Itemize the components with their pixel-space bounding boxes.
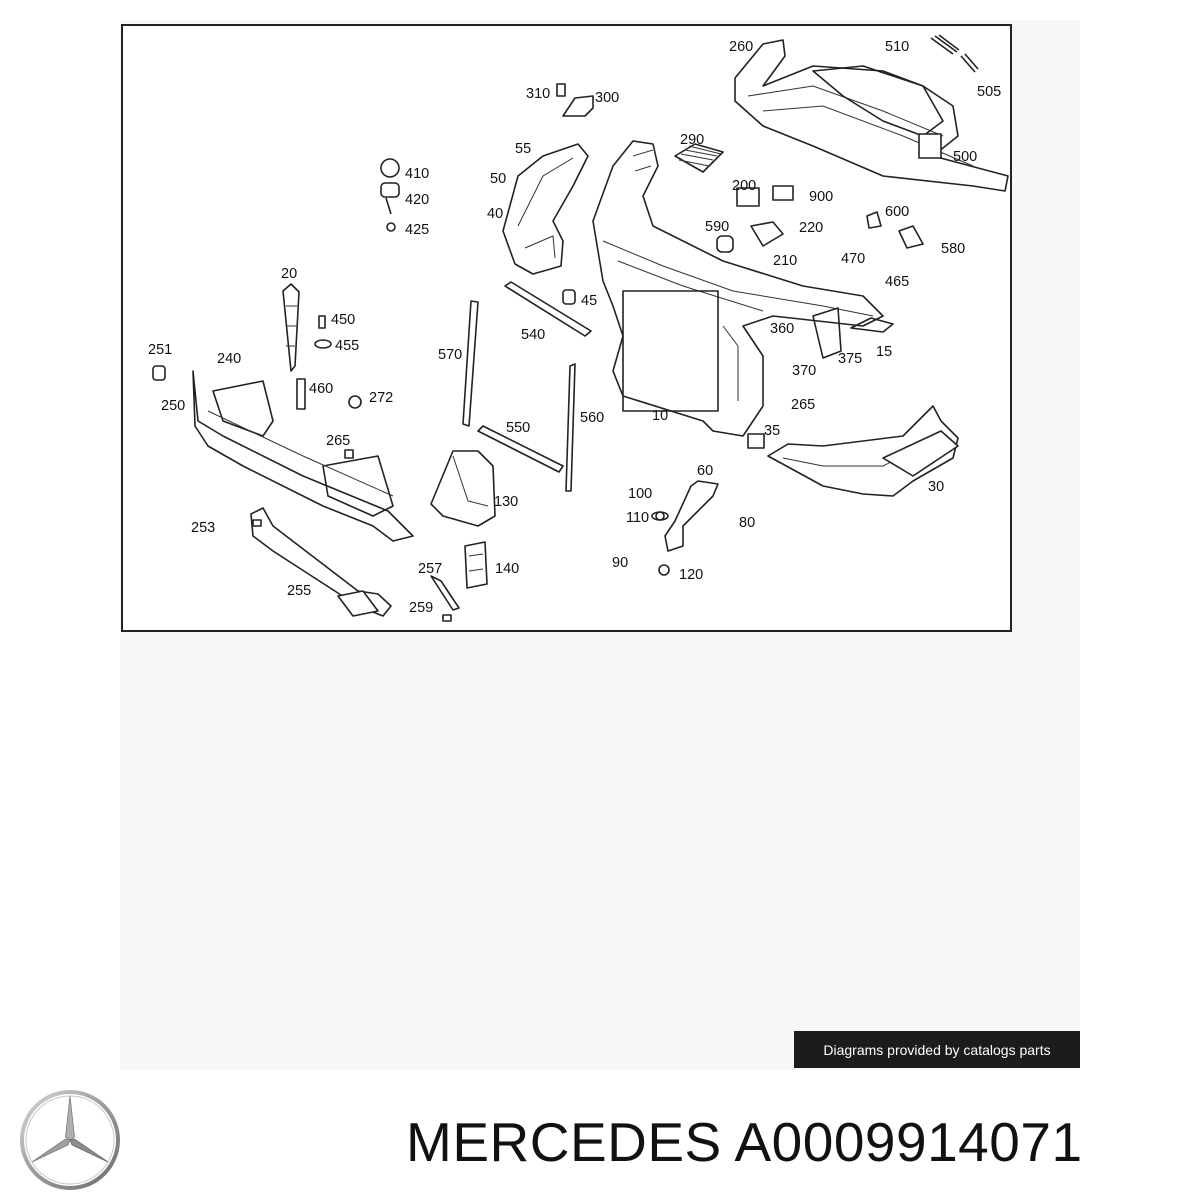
callout: 455 — [335, 338, 359, 354]
part-360-bracket — [812, 307, 842, 359]
callout: 460 — [309, 381, 333, 397]
callout: 510 — [885, 39, 909, 55]
callout: 40 — [487, 206, 503, 222]
callout: 265 — [791, 397, 815, 413]
callout: 257 — [418, 561, 442, 577]
fasteners — [152, 158, 924, 622]
callout: 240 — [217, 351, 241, 367]
page-title: MERCEDES A0009914071 — [406, 1111, 1083, 1173]
part-140-block — [464, 541, 488, 589]
callout: 260 — [729, 39, 753, 55]
callout: 55 — [515, 141, 531, 157]
callout: 80 — [739, 515, 755, 531]
callout: 550 — [506, 420, 530, 436]
part-255-member — [250, 507, 392, 617]
callout: 120 — [679, 567, 703, 583]
part-500-crossmember — [734, 39, 1009, 192]
callout: 505 — [977, 84, 1001, 100]
callout: 210 — [773, 253, 797, 269]
callout: 360 — [770, 321, 794, 337]
callout: 500 — [953, 149, 977, 165]
callout: 290 — [680, 132, 704, 148]
callout: 35 — [764, 423, 780, 439]
callout: 600 — [885, 204, 909, 220]
callout: 90 — [612, 555, 628, 571]
callout: 570 — [438, 347, 462, 363]
callout: 15 — [876, 344, 892, 360]
callout: 130 — [494, 494, 518, 510]
callout: 540 — [521, 327, 545, 343]
callout: 100 — [628, 486, 652, 502]
callout: 10 — [652, 408, 668, 424]
part-10-carrier — [592, 140, 884, 437]
part-30-member — [767, 405, 959, 497]
callout: 20 — [281, 266, 297, 282]
callout: 45 — [581, 293, 597, 309]
callout: 259 — [409, 600, 433, 616]
part-40-bracket — [502, 143, 589, 275]
callout: 140 — [495, 561, 519, 577]
part-seals — [462, 281, 592, 492]
part-15-bracket — [850, 317, 894, 333]
callout: 370 — [792, 363, 816, 379]
callout: 250 — [161, 398, 185, 414]
callout: 253 — [191, 520, 215, 536]
callout: 60 — [697, 463, 713, 479]
callout: 450 — [331, 312, 355, 328]
callout: 375 — [838, 351, 862, 367]
callout: 255 — [287, 583, 311, 599]
callout: 310 — [526, 86, 550, 102]
part-250-member — [192, 370, 414, 542]
callout: 220 — [799, 220, 823, 236]
callout: 465 — [885, 274, 909, 290]
callout: 900 — [809, 189, 833, 205]
part-20-upright — [282, 283, 300, 372]
callout: 470 — [841, 251, 865, 267]
callout: 265 — [326, 433, 350, 449]
callout: 251 — [148, 342, 172, 358]
parts-diagram-svg: 260 510 505 310 300 500 290 55 410 50 20… — [148, 34, 1009, 622]
callout: 560 — [580, 410, 604, 426]
diagram-caption: Diagrams provided by catalogs parts — [794, 1031, 1080, 1068]
mercedes-star-logo — [20, 1090, 120, 1190]
part-510-clip — [930, 34, 979, 73]
callout: 420 — [405, 192, 429, 208]
callout-labels: 260 510 505 310 300 500 290 55 410 50 20… — [148, 39, 1001, 616]
part-35-bushing — [747, 433, 765, 449]
callout: 30 — [928, 479, 944, 495]
callout: 590 — [705, 219, 729, 235]
callout: 580 — [941, 241, 965, 257]
part-130-duct — [430, 450, 496, 527]
callout: 50 — [490, 171, 506, 187]
parts-diagram: 260 510 505 310 300 500 290 55 410 50 20… — [121, 24, 1012, 632]
part-60-bracket — [664, 480, 719, 552]
callout: 300 — [595, 90, 619, 106]
callout: 272 — [369, 390, 393, 406]
callout: 425 — [405, 222, 429, 238]
callout: 200 — [732, 178, 756, 194]
callout: 410 — [405, 166, 429, 182]
callout: 110 — [626, 510, 649, 526]
part-290-grille — [674, 143, 724, 173]
part-300-bracket — [556, 83, 594, 117]
